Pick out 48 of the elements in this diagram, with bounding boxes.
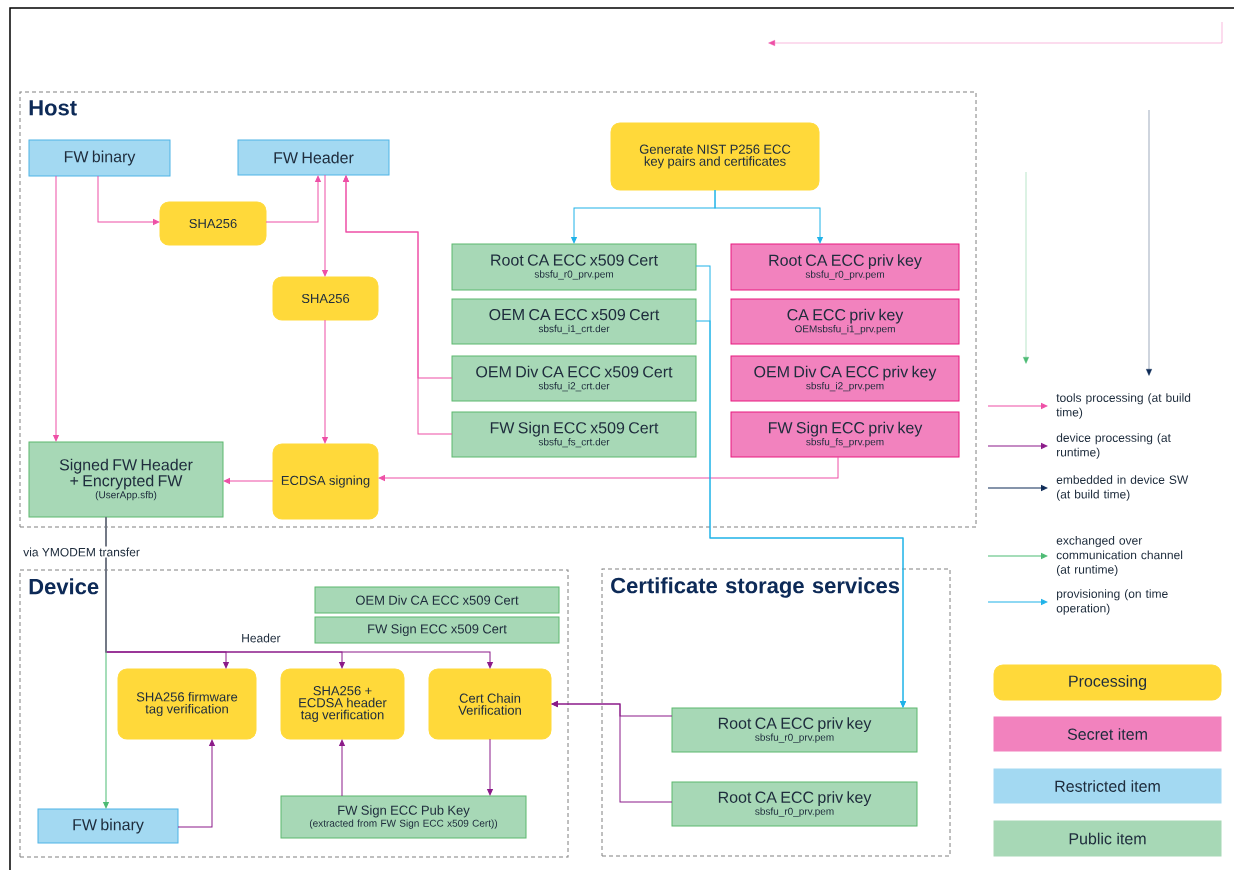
arrow — [551, 701, 673, 803]
processing-box: SHA256 — [159, 201, 267, 246]
public-item-box: FW Sign ECC Pub Key (extracted from FW Sign ECC x509 Cert)) — [280, 795, 527, 839]
processing-box: Generate NIST P256 ECC key pairs and certificates — [610, 122, 820, 191]
group-title: Device — [29, 578, 99, 595]
edge-label: via YMODEM transfer — [22, 546, 141, 558]
arrow — [487, 738, 493, 796]
secret-item-box: OEM Div CA ECC priv key sbsfu_i2_prv.pem — [730, 355, 960, 402]
secret-item-box: FW Sign ECC priv key sbsfu_fs_prv.pem — [730, 411, 960, 458]
arrow — [339, 739, 345, 797]
arrow — [322, 174, 328, 277]
arrow — [322, 319, 328, 444]
legend-label: tools processing (at build time) — [1056, 393, 1191, 419]
edge-label: Header — [240, 632, 282, 644]
public-item-box: FW Sign ECC x509 Cert — [314, 616, 560, 644]
legend-label: provisioning (on time operation) — [1056, 589, 1168, 615]
processing-box: Cert Chain Verification — [428, 668, 552, 740]
processing-box: SHA256 firmware tag verification — [117, 668, 257, 740]
arrow — [265, 175, 321, 223]
restricted-item-box: FW Header — [237, 139, 390, 176]
public-item-box: Root CA ECC priv key sbsfu_r0_prv.pem — [671, 781, 918, 827]
public-item-box: Root CA ECC priv key sbsfu_r0_prv.pem — [671, 707, 918, 753]
group-title: Host — [29, 100, 77, 116]
restricted-item-box: FW binary — [37, 808, 179, 844]
secret-item-box: Root CA ECC priv key sbsfu_r0_prv.pem — [730, 243, 960, 291]
arrow — [177, 739, 215, 828]
arrow — [97, 175, 160, 225]
public-item-box: FW Sign ECC x509 Cert sbsfu_fs_crt.der — [451, 411, 697, 458]
public-item-box: OEM Div CA ECC x509 Cert sbsfu_i2_crt.der — [451, 355, 697, 402]
public-item-box: Root CA ECC x509 Cert sbsfu_r0_prv.pem — [451, 243, 697, 291]
arrow — [378, 456, 839, 481]
public-item-box: Signed FW Header + Encrypted FW (UserApp.sfb) — [28, 441, 224, 518]
secret-item-box: CA ECC priv key OEMsbsfu_i1_prv.pem — [730, 298, 960, 345]
arrow — [223, 478, 274, 484]
arrow — [343, 175, 453, 435]
public-item-box: OEM Div CA ECC x509 Cert — [314, 586, 560, 614]
processing-box: SHA256 + ECDSA header tag verification — [280, 668, 405, 740]
processing-box: ECDSA signing — [272, 443, 379, 520]
group-title: Certificate storage services — [611, 577, 900, 598]
legend-label: exchanged over communication channel (at runtime) — [1056, 535, 1183, 577]
arrow — [53, 175, 59, 442]
arrow — [103, 516, 109, 809]
legend-label: embedded in device SW (at build time) — [1056, 475, 1189, 501]
restricted-item-box: FW binary — [28, 139, 171, 177]
public-item-box: OEM CA ECC x509 Cert sbsfu_i1_crt.der — [451, 298, 697, 345]
arrow — [714, 189, 823, 244]
legend-label: device processing (at runtime) — [1056, 433, 1171, 459]
processing-box: SHA256 — [272, 276, 379, 321]
